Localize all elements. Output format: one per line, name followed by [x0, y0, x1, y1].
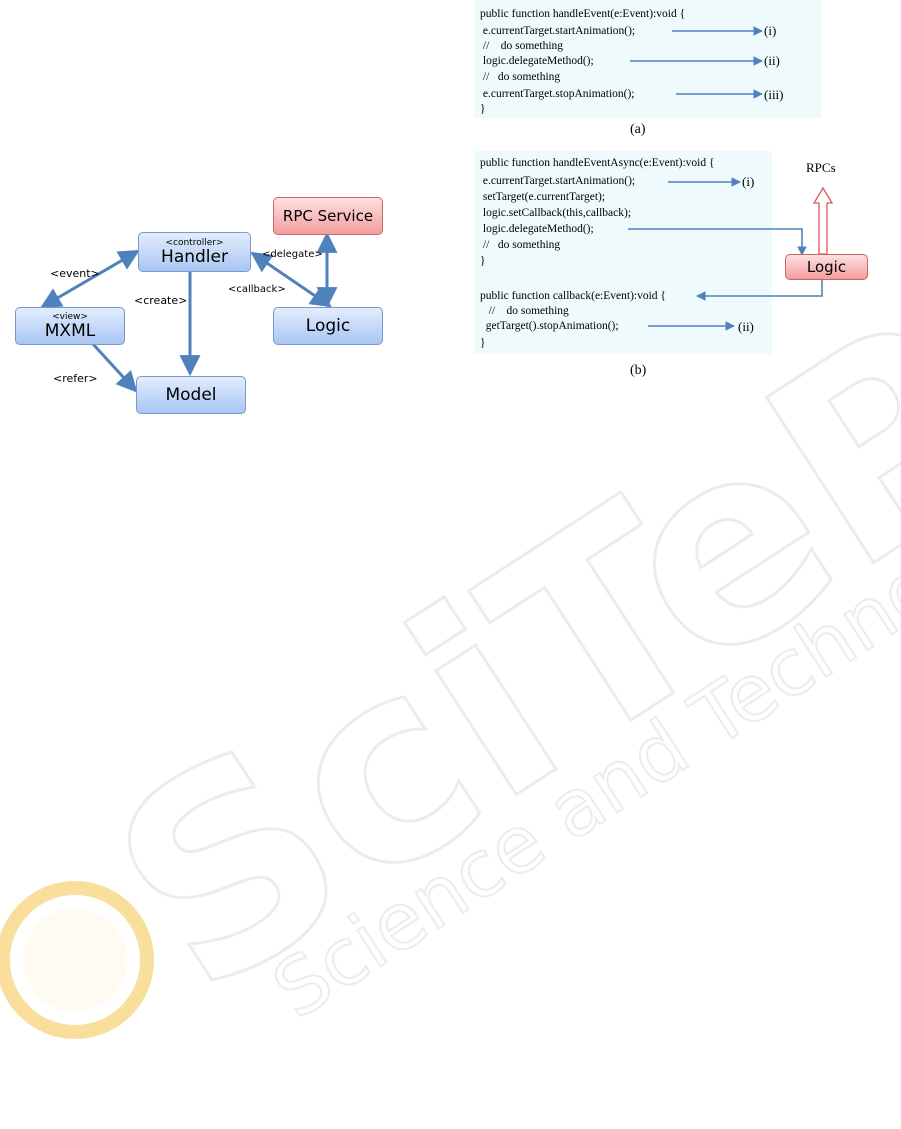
code-a-tag-iii: (iii)	[764, 87, 784, 102]
code-a-line-2: e.currentTarget.startAnimation();	[480, 25, 636, 37]
edge-label-create: <create>	[134, 294, 188, 307]
caption-a: (a)	[630, 122, 646, 137]
node-b-logic-name: Logic	[806, 257, 847, 276]
node-b-logic: Logic	[785, 254, 868, 280]
node-rpc-service-name: RPC Service	[282, 206, 374, 225]
code-b-tag-i: (i)	[742, 174, 755, 189]
edge-label-event: <event>	[50, 267, 100, 280]
code-a-line-1: public function handleEvent(e:Event):voi…	[480, 8, 686, 20]
code-b-line-5: logic.delegateMethod();	[480, 223, 594, 235]
code-a-line-7: }	[480, 103, 486, 115]
code-b-line-4: logic.setCallback(this,callback);	[480, 207, 632, 219]
caption-b: (b)	[630, 363, 647, 378]
code-a-line-3: // do something	[480, 40, 564, 52]
node-handler-stereotype: <controller>	[165, 237, 224, 248]
code-a-line-5: // do something	[480, 71, 561, 83]
edge-label-delegate: <delegate>	[262, 249, 323, 260]
code-a-line-4: logic.delegateMethod();	[480, 55, 594, 67]
node-model-name: Model	[165, 384, 217, 405]
rpcs-label: RPCs	[806, 160, 836, 175]
code-b-line-3: setTarget(e.currentTarget);	[480, 191, 606, 203]
node-mxml-stereotype: <view>	[52, 311, 88, 322]
node-mxml: <view> MXML	[15, 307, 125, 345]
code-a-line-6: e.currentTarget.stopAnimation();	[480, 88, 635, 100]
edge-label-refer: <refer>	[53, 372, 98, 385]
node-handler: <controller> Handler	[138, 232, 251, 272]
code-b-line-12: }	[480, 337, 486, 349]
code-a-tag-ii: (ii)	[764, 53, 780, 68]
node-logic-name: Logic	[305, 315, 351, 336]
code-b-line-7: }	[480, 255, 486, 267]
edge-label-callback: <callback>	[228, 284, 286, 295]
code-b-line-1: public function handleEventAsync(e:Event…	[480, 157, 715, 169]
code-b-line-10: // do something	[480, 305, 569, 317]
code-a-tag-i: (i)	[764, 23, 777, 38]
node-model: Model	[136, 376, 246, 414]
node-rpc-service: RPC Service	[273, 197, 383, 235]
node-logic: Logic	[273, 307, 383, 345]
code-b-tag-ii: (ii)	[738, 319, 754, 334]
code-b-line-9: public function callback(e:Event):void {	[480, 290, 666, 302]
code-box-a	[474, 0, 821, 118]
code-b-line-2: e.currentTarget.startAnimation();	[480, 175, 636, 187]
code-b-line-11: getTarget().stopAnimation();	[480, 320, 619, 332]
code-b-line-6: // do something	[480, 239, 561, 251]
node-mxml-name: MXML	[44, 320, 96, 341]
node-handler-name: Handler	[161, 246, 228, 267]
watermark-sun	[0, 881, 154, 1039]
